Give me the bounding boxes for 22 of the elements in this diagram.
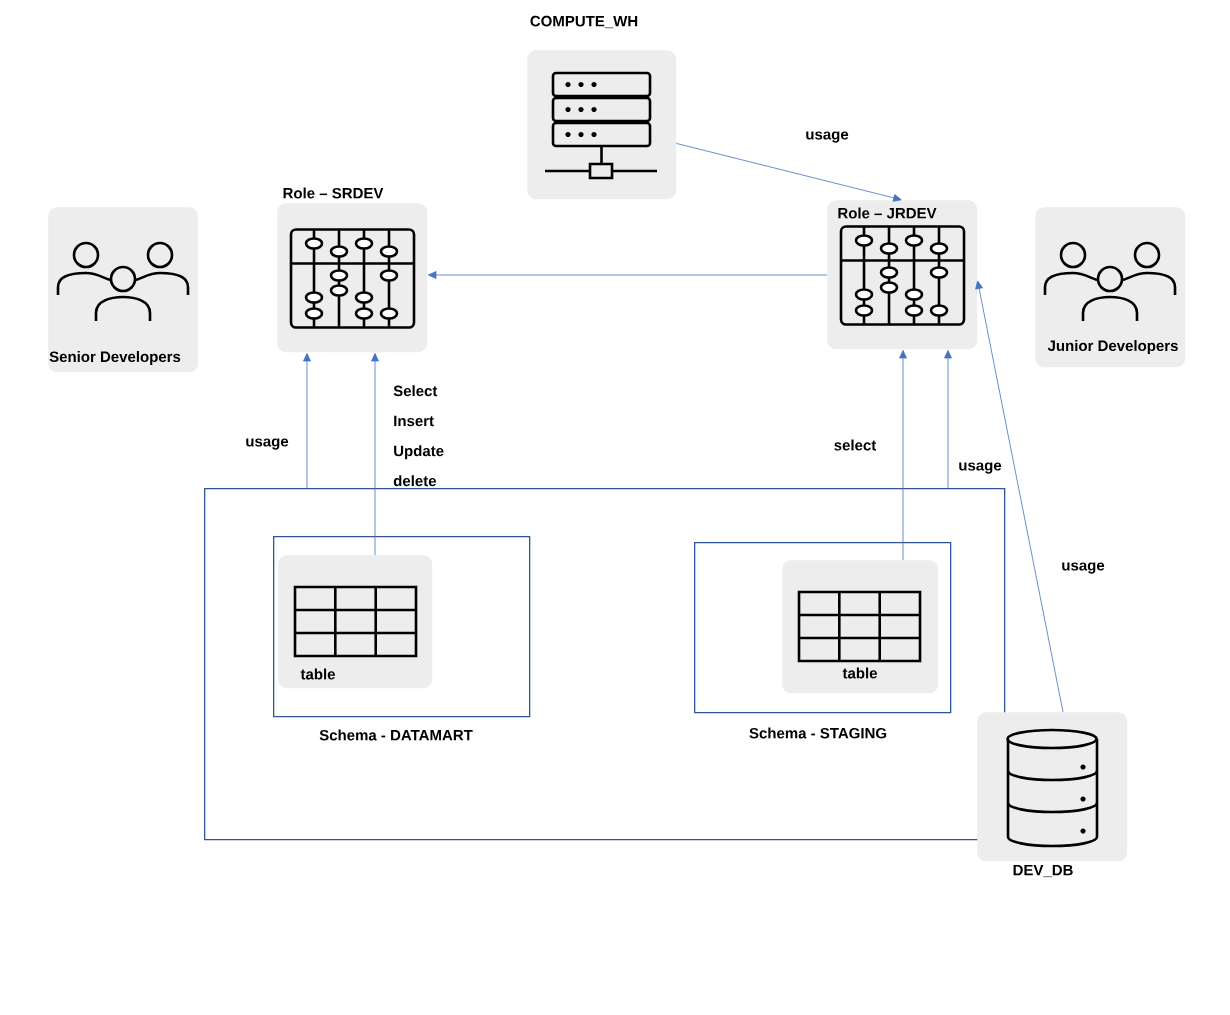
node-label: Schema - STAGING: [749, 727, 887, 739]
arrow: [428, 271, 828, 279]
arrow: [944, 350, 952, 489]
icon-tile: DEV_DB: [977, 712, 1128, 878]
edge-label: usage: [957, 461, 1003, 475]
icon-tile: Senior Developers: [48, 207, 199, 373]
edge-label: select: [832, 438, 878, 452]
icon-tile: Junior Developers: [1035, 207, 1186, 368]
icon-tile: COMPUTE_WH: [527, 15, 677, 200]
arrow: [371, 353, 379, 556]
icon-tile: table: [278, 555, 433, 689]
arrow: [303, 353, 311, 489]
database-box: [204, 488, 1006, 841]
edge-label: Select Insert Update delete: [392, 384, 475, 488]
edge-label: usage: [1060, 561, 1106, 575]
edge-label: usage: [804, 130, 850, 144]
arrow: [899, 350, 907, 561]
arrow: [975, 280, 1064, 713]
node-label: Schema - DATAMART: [319, 729, 473, 741]
icon-tile: table: [782, 560, 939, 694]
edge-label: usage: [244, 437, 290, 451]
arrow: [676, 143, 902, 202]
